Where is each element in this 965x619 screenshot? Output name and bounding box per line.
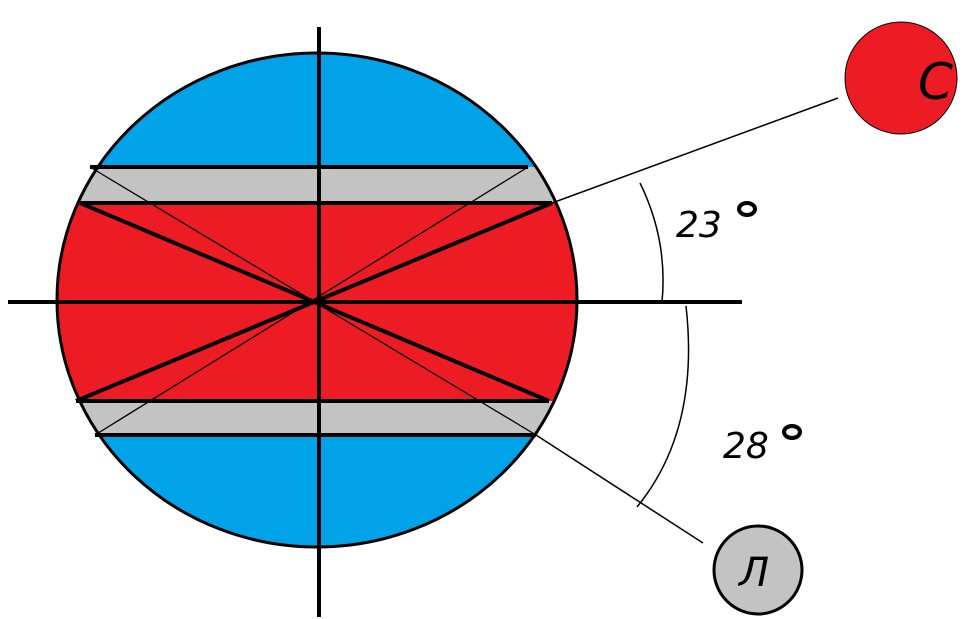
sun: С xyxy=(845,22,957,134)
moon-ray xyxy=(536,435,703,543)
sun-label: С xyxy=(918,53,953,111)
angle-moon-label: 28 xyxy=(723,426,769,467)
angle-sun-label: 23 xyxy=(676,205,722,246)
sun-angle-arc xyxy=(640,183,663,302)
moon: Л xyxy=(714,526,802,614)
degree-symbol-sun xyxy=(739,203,755,215)
degree-symbol-moon xyxy=(784,426,800,438)
sun-ray xyxy=(552,98,838,203)
moon-label: Л xyxy=(737,550,769,596)
moon-angle-arc xyxy=(637,306,689,507)
